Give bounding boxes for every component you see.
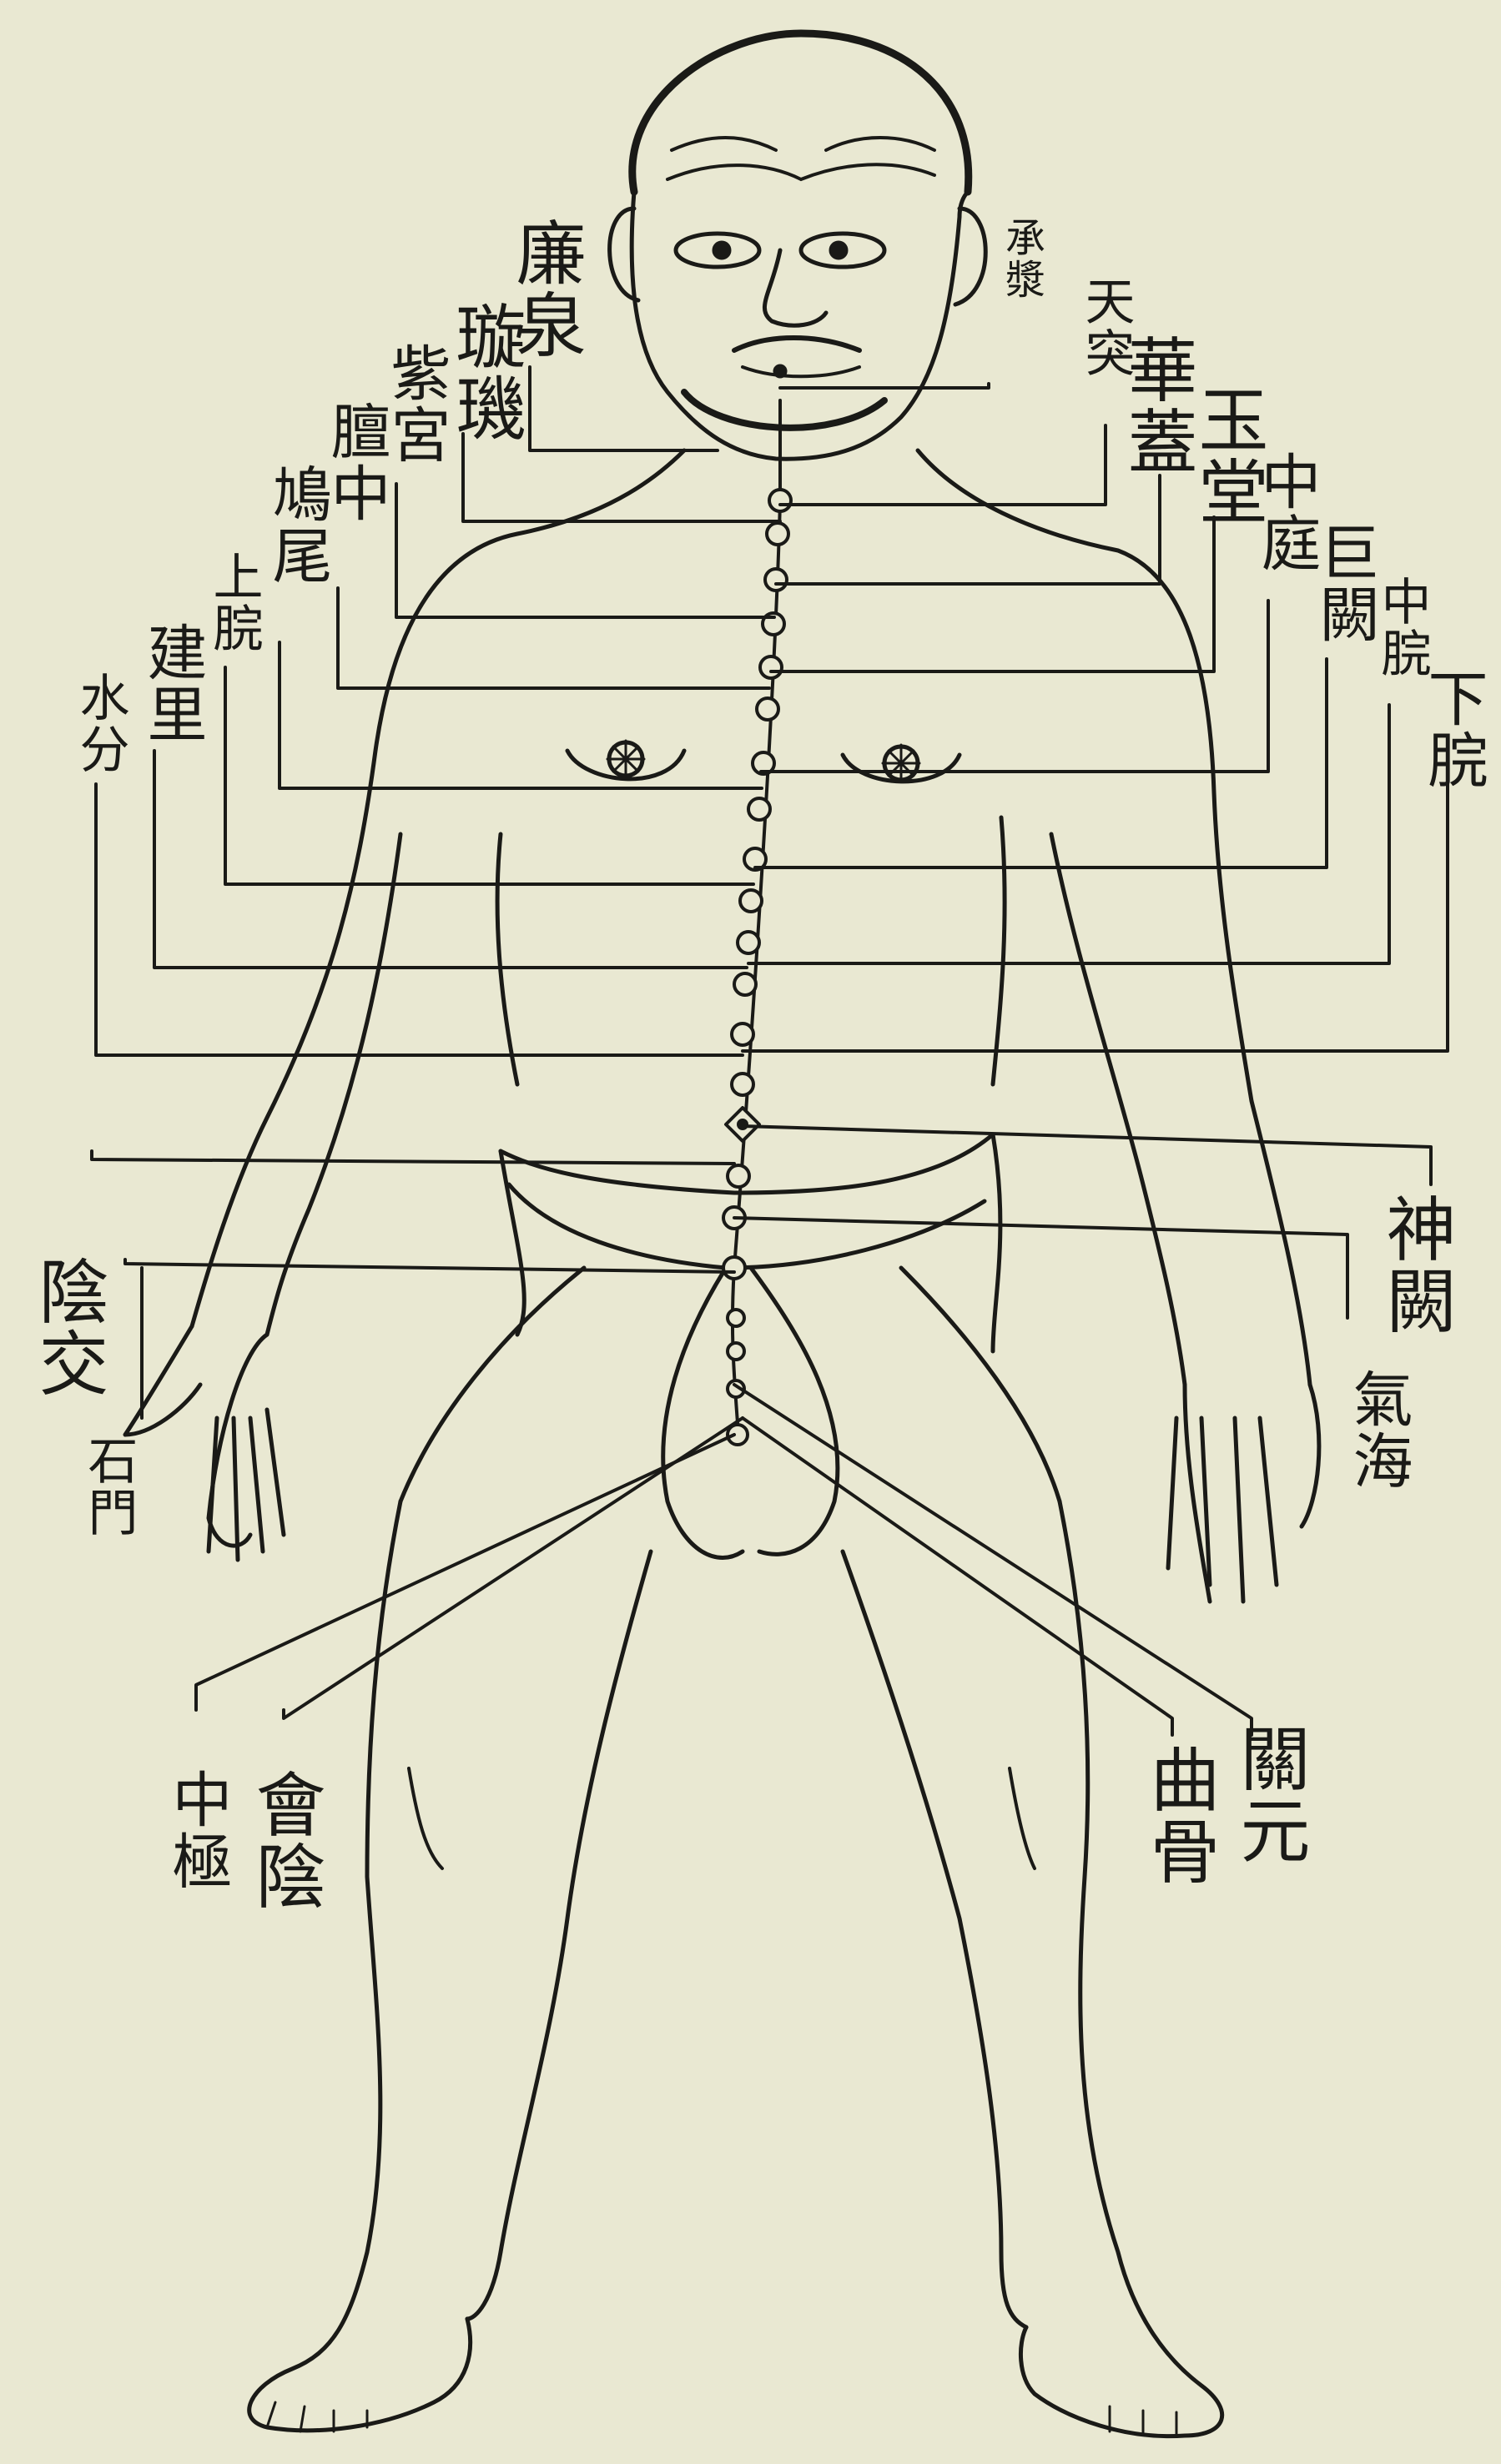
torso-arms-outline	[125, 450, 1319, 1602]
label-xuanji: 璇璣	[451, 300, 521, 444]
label-shimen: 石門	[83, 1435, 133, 1538]
label-jianli: 建里	[142, 621, 202, 745]
label-xiawan: 下脘	[1423, 667, 1483, 791]
label-qugu: 曲骨	[1145, 1743, 1215, 1887]
label-guanyuan: 關元	[1235, 1722, 1305, 1866]
label-shuifen: 水分	[75, 671, 125, 775]
head-outline	[610, 33, 986, 459]
label-qihai: 氣海	[1347, 1368, 1408, 1491]
label-danzhong: 膻中	[325, 400, 385, 524]
label-shangwan: 上脘	[209, 551, 259, 654]
label-zigong: 紫宮	[385, 342, 446, 465]
label-huagai: 華蓋	[1122, 334, 1192, 477]
label-shenque: 神闕	[1381, 1193, 1451, 1336]
leader-lines-left	[92, 367, 780, 1718]
ren-meridian-line	[733, 400, 780, 1435]
legs	[249, 1501, 1222, 2436]
label-zhongwan: 中脘	[1377, 576, 1427, 679]
label-huiyin: 會陰	[250, 1768, 320, 1912]
label-chengjiang: 承漿	[1001, 217, 1041, 300]
label-zhongting: 中庭	[1256, 450, 1316, 574]
label-yinjiao: 陰交	[33, 1255, 103, 1399]
label-jiuwei: 鳩尾	[267, 463, 327, 586]
label-zhongji: 中極	[167, 1768, 227, 1892]
label-juque: 巨闕	[1314, 521, 1374, 645]
